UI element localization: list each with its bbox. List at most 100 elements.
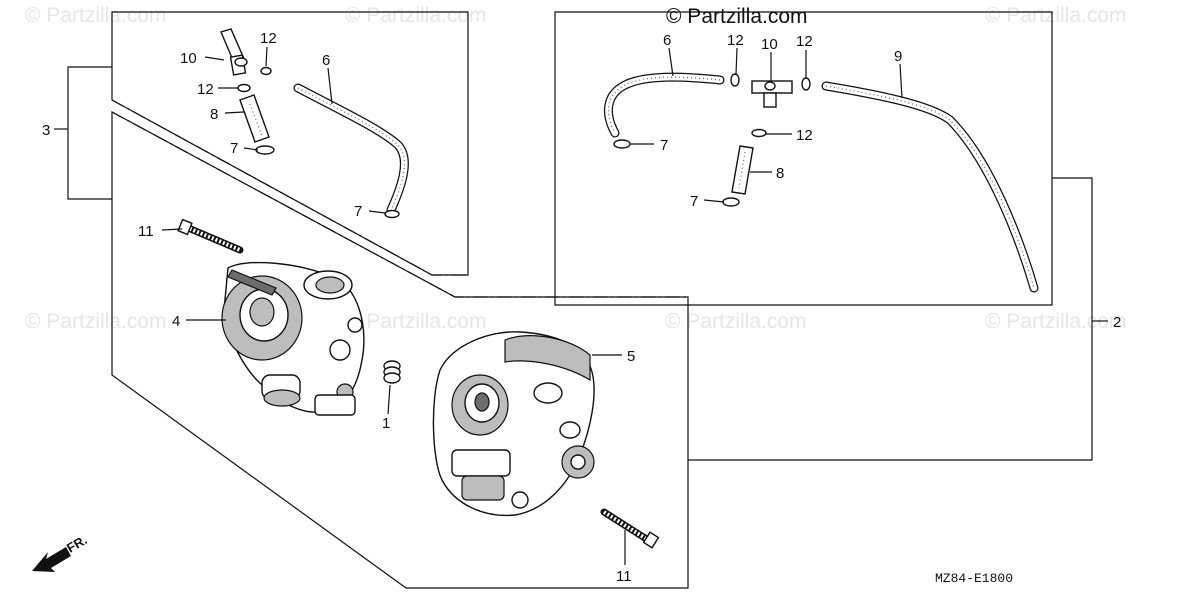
callout-12-left-b: 12 (197, 81, 214, 98)
diagram-code: MZ84-E1800 (935, 571, 1013, 586)
clip-7-right-b (722, 197, 740, 207)
watermark-top-right: © Partzilla.com (985, 4, 1127, 27)
bolt-11-bottom-head (642, 531, 660, 549)
tube-8-left-texture (249, 103, 263, 137)
t-fitting-right-stem (763, 92, 777, 108)
leader-lines (161, 46, 903, 565)
carburetor-4-float-cover (314, 394, 356, 416)
leader-10-left (204, 56, 225, 61)
callout-numbers: 10 12 12 8 7 6 7 3 6 12 10 12 9 12 7 8 7… (42, 30, 1121, 585)
callout-2: 2 (1113, 314, 1121, 331)
watermark-mid-left: © Partzilla.com (25, 310, 167, 333)
callout-3: 3 (42, 122, 50, 139)
clip-left-a (260, 66, 272, 76)
tube-8-right (731, 145, 754, 195)
callout-12-right-a: 12 (727, 32, 744, 49)
hose-9-inner (822, 82, 1038, 292)
hose-9-texture (825, 85, 1035, 289)
carburetor-5-bowl (451, 449, 511, 477)
callout-11-bottom: 11 (616, 568, 632, 585)
callout-7-right-b: 7 (690, 193, 698, 210)
leader-12-left-a (265, 46, 268, 67)
callout-12-right-b: 12 (796, 33, 813, 50)
clip-12-right-b (801, 77, 811, 91)
hose-6-left-inner (294, 84, 408, 214)
callout-9: 9 (894, 48, 902, 65)
guide-line-left (111, 99, 468, 276)
carburetor-5-port-b (559, 421, 581, 439)
right-hose-frame (554, 11, 1053, 306)
carburetor-5-butterfly (474, 392, 490, 412)
watermark-mid-right: © Partzilla.com (985, 310, 1127, 333)
carburetor-4-throat (249, 297, 275, 327)
carburetor-5-port-a (533, 382, 563, 404)
leader-6-left (327, 67, 333, 105)
watermark-mid-center-right: © Partzilla.com (665, 310, 807, 333)
leader-1 (387, 384, 391, 415)
watermark-group: © Partzilla.com © Partzilla.com © Partzi… (25, 4, 1127, 333)
callout-12-left-a: 12 (260, 30, 277, 47)
callout-12-right-c: 12 (796, 127, 813, 144)
spring-1-coil-c (383, 372, 401, 384)
carburetor-5 (432, 331, 595, 517)
bracket-3 (67, 66, 112, 200)
leader-7-left-a (243, 147, 259, 151)
carburetor-4-top-port-inner (315, 276, 345, 294)
left-hose-parts (220, 28, 409, 219)
callout-7-left-a: 7 (230, 140, 238, 157)
callout-5: 5 (627, 348, 635, 365)
carburetor-4-bowl-base (263, 389, 301, 407)
callout-10-right: 10 (761, 36, 778, 53)
callout-6-right: 6 (663, 32, 671, 49)
clip-12-right-c (751, 128, 767, 138)
leader-9 (899, 63, 903, 99)
callout-6-left: 6 (322, 52, 330, 69)
leader-12-right-a (735, 47, 738, 75)
leader-7-left-b (368, 210, 386, 214)
callout-7-right-a: 7 (660, 137, 668, 154)
carburetor-4-screw-a (329, 339, 351, 361)
watermark-mid-center-left: © Partzilla.com (345, 310, 487, 333)
leader-8-left (224, 111, 245, 114)
bracket-2 (688, 177, 1093, 461)
hose-6-left-texture (297, 87, 406, 211)
tube-8-left (239, 94, 270, 143)
watermark-top-mid: © Partzilla.com (345, 4, 487, 27)
watermark-top-center: © Partzilla.com (666, 5, 808, 28)
hose-9 (821, 81, 1039, 293)
clip-7-right-a (613, 139, 631, 149)
callout-11-top: 11 (138, 223, 154, 240)
carburetor-parts (177, 218, 660, 549)
hose-6-left (293, 83, 409, 215)
carburetor-5-top-cover (504, 335, 591, 382)
callout-8-left: 8 (210, 106, 218, 123)
carburetor-4-linkage (227, 269, 277, 296)
carburetor-5-drain-screw (511, 491, 529, 509)
spring-1 (383, 360, 401, 384)
front-arrow: FR. (32, 532, 90, 572)
bolt-11-top-thread (185, 225, 241, 252)
leader-11-top (161, 228, 183, 231)
watermark-top-left: © Partzilla.com (25, 4, 167, 27)
clip-12-right-a (730, 73, 740, 87)
callout-4: 4 (172, 313, 180, 330)
clip-left-b (237, 83, 251, 93)
clip-7-left-b (384, 209, 400, 219)
hose-6-right-texture (607, 76, 721, 134)
t-fitting-right-port (764, 81, 776, 91)
front-arrow-icon (32, 547, 71, 572)
callout-1: 1 (382, 415, 390, 432)
leader-7-right-b (703, 199, 725, 203)
callout-10-left: 10 (180, 50, 197, 67)
right-hose-parts (603, 72, 1039, 293)
bolt-11-top-head (177, 218, 193, 236)
carburetor-4 (221, 261, 365, 416)
carburetor-5-float-cover (461, 475, 505, 501)
guide-line-center (111, 111, 688, 298)
leader-6-right (668, 47, 674, 77)
t-fitting-port-left (234, 57, 248, 67)
bolt-11-bottom-thread (602, 510, 650, 542)
clip-7-left-a (255, 145, 275, 155)
left-hose-frame (111, 11, 469, 276)
